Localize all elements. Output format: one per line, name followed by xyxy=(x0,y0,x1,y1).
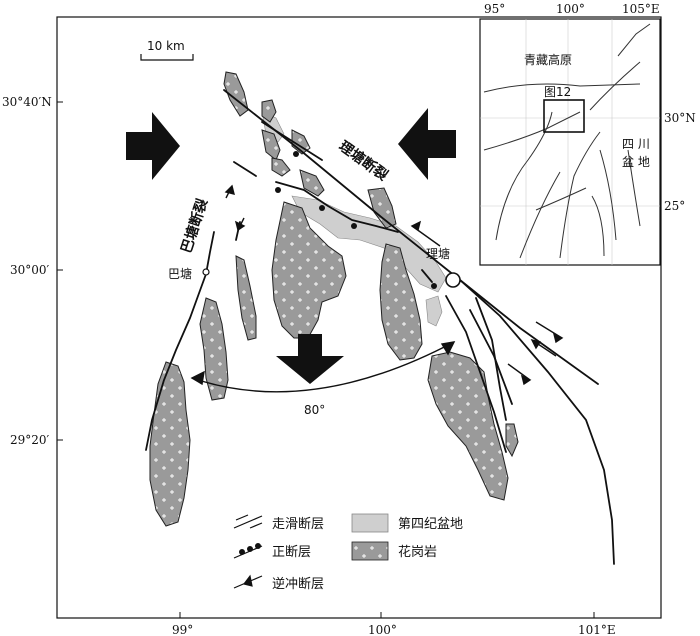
inset-lon-95: 95° xyxy=(484,2,505,16)
legend-strike-slip: 走滑断层 xyxy=(272,517,324,532)
compression-arrows xyxy=(126,108,456,384)
normal-fault-south xyxy=(421,269,433,283)
inset-study-area-box xyxy=(543,99,585,133)
lon-label-99: 99° xyxy=(172,623,193,636)
arrow-west-pointing xyxy=(398,108,456,180)
inset-lon-105: 105°E xyxy=(622,2,660,16)
arrow-east-pointing xyxy=(126,112,180,180)
granite-small-strip xyxy=(235,255,257,341)
batang-marker xyxy=(202,268,210,276)
angle-arc xyxy=(190,341,456,393)
inset-lat-25: 25° xyxy=(664,199,685,213)
legend-quaternary-swatch xyxy=(351,513,389,533)
legend-quaternary: 第四纪盆地 xyxy=(398,517,463,532)
fault-east-3 xyxy=(459,279,615,565)
granite-central-large xyxy=(271,201,347,339)
place-litang: 理塘 xyxy=(426,246,450,261)
inset-faults xyxy=(483,23,651,259)
lat-axis xyxy=(57,101,63,441)
legend-thrust: 逆冲断层 xyxy=(272,576,324,592)
inset-map: 青藏高原 图12 四 川 盆 地 95° 100° 105°E 30°N 25° xyxy=(479,2,696,266)
litang-fault-main xyxy=(223,89,599,385)
legend: 走滑断层 正断层 逆冲断层 第四纪盆地 花岗岩 xyxy=(233,513,463,592)
lat-label-29-20: 29°20′ xyxy=(10,433,50,447)
granite-north-1 xyxy=(223,71,249,117)
legend-normal: 正断层 xyxy=(272,545,311,560)
legend-strike-slip-symbol xyxy=(233,514,263,529)
legend-granite-swatch xyxy=(351,541,389,561)
fault-east-4 xyxy=(475,297,507,421)
normal-fault-dots xyxy=(275,151,437,289)
lon-label-101: 101°E xyxy=(578,623,616,636)
inset-lat-30: 30°N xyxy=(664,111,696,125)
granite-north-6 xyxy=(299,169,325,197)
normal-fault-arc xyxy=(275,181,399,233)
inset-lon-100: 100° xyxy=(556,2,585,16)
litang-fault-branch xyxy=(261,121,323,161)
granite-southeast xyxy=(427,351,509,501)
map-frame xyxy=(56,16,662,619)
litang-marker xyxy=(445,272,461,288)
lat-label-30-40: 30°40′N xyxy=(2,95,52,109)
scale-bar xyxy=(140,54,194,61)
granite-batang-central xyxy=(199,297,229,401)
fault-lines xyxy=(145,89,615,565)
granite-bodies xyxy=(149,71,519,527)
granite-southeast-tail xyxy=(505,423,519,458)
litang-fault-label: 理塘断裂 xyxy=(336,137,391,184)
place-batang: 巴塘 xyxy=(168,266,192,281)
granite-north-2 xyxy=(261,99,277,123)
batang-fault-label: 巴塘断裂 xyxy=(178,197,211,256)
strike-slip-arrows xyxy=(224,184,564,386)
scale-bar-label: 10 km xyxy=(147,39,185,53)
batang-fault-north xyxy=(233,161,257,177)
inset-figure-ref: 图12 xyxy=(544,85,571,99)
granite-batang-south xyxy=(149,361,191,527)
lon-label-100: 100° xyxy=(368,623,397,636)
inset-basin-line2: 盆 地 xyxy=(622,155,650,169)
granite-north-5 xyxy=(271,157,291,177)
legend-normal-symbol xyxy=(233,542,263,559)
inset-basin-line1: 四 川 xyxy=(622,137,650,151)
granite-north-3 xyxy=(261,129,281,161)
lon-axis xyxy=(179,612,595,618)
batang-fault xyxy=(145,231,215,451)
legend-granite: 花岗岩 xyxy=(398,544,437,560)
angle-label: 80° xyxy=(304,403,325,417)
arrow-south-pointing xyxy=(276,334,344,384)
legend-thrust-symbol xyxy=(233,574,263,589)
lat-label-30-00: 30°00′ xyxy=(10,263,50,277)
granite-east xyxy=(379,243,423,361)
inset-plateau-label: 青藏高原 xyxy=(524,52,572,67)
fault-east-1 xyxy=(445,295,507,453)
